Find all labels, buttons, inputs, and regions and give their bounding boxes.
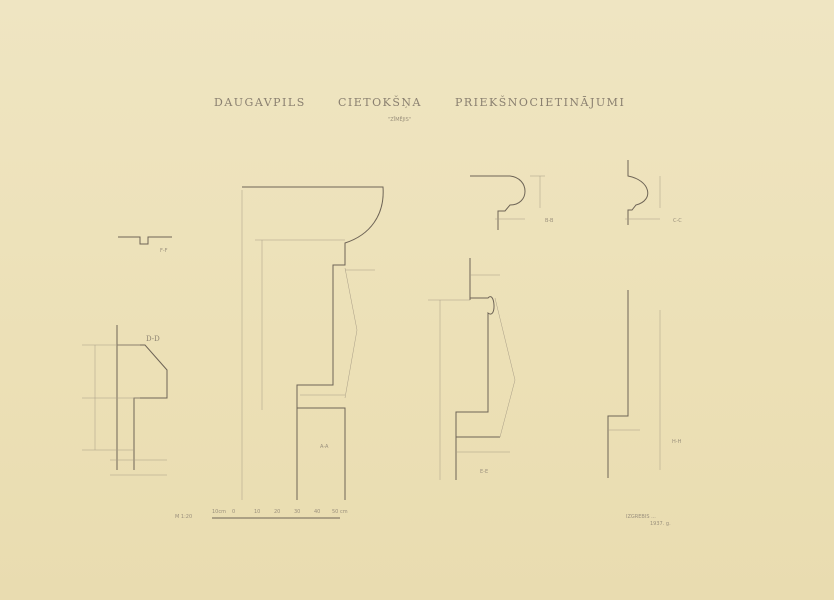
section-b: B-B xyxy=(470,175,554,230)
scale-tick: 50 cm xyxy=(332,509,348,515)
scale-tick: 20 xyxy=(274,509,280,515)
subtitle: "ZĪMĒJIS" xyxy=(388,116,411,123)
scale-tick: 30 xyxy=(294,509,300,515)
section-d: D-D xyxy=(82,325,168,476)
section-label-e: E-E xyxy=(480,469,488,475)
section-label-a: A-A xyxy=(320,444,329,450)
section-f: F-F xyxy=(118,236,172,254)
section-label-b: B-B xyxy=(545,218,554,224)
signature-line-1: IZGREBIS ... xyxy=(626,514,656,520)
title-word-1: DAUGAVPILS xyxy=(214,96,306,109)
section-label-f: F-F xyxy=(160,248,168,254)
scale-tick: 40 xyxy=(314,509,320,515)
section-a: A-A xyxy=(241,186,384,500)
signature-block: IZGREBIS ... 1937. g. xyxy=(626,514,671,527)
signature-line-2: 1937. g. xyxy=(650,521,671,527)
section-c: C-C xyxy=(625,160,682,225)
section-label-h: H-H xyxy=(672,439,682,445)
section-e: E-E xyxy=(428,258,516,480)
section-label-c: C-C xyxy=(673,218,682,224)
section-h: H-H xyxy=(607,290,682,478)
scale-tick: 0 xyxy=(232,509,235,515)
title-word-3: PRIEKŠNOCIETINĀJUMI xyxy=(455,95,625,109)
title-word-2: CIETOKŠŅA xyxy=(338,95,422,109)
scale-label: M 1:20 xyxy=(175,514,192,520)
scale-bar: M 1:20 10cm 0 10 20 30 40 50 cm xyxy=(175,509,348,520)
scale-tick: 10cm xyxy=(212,509,226,515)
scale-tick: 10 xyxy=(254,509,260,515)
section-label-d: D-D xyxy=(146,335,160,343)
